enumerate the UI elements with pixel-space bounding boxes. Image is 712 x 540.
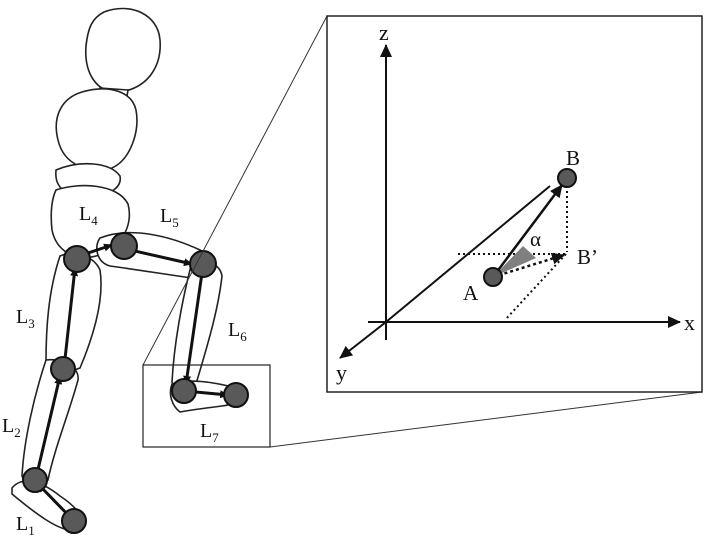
y-axis-label: y (336, 360, 347, 385)
angle-wedge (493, 246, 536, 277)
label-l4: L4 (79, 203, 98, 228)
vector-a-to-b (492, 184, 563, 278)
segment-arrow-l6 (183, 265, 205, 385)
mannequin-front-shin (171, 260, 223, 391)
point-a (483, 267, 503, 287)
inset-frame (326, 15, 703, 393)
mannequin-head (85, 7, 161, 93)
label-l3: L3 (16, 306, 35, 331)
y-axis (339, 321, 387, 359)
segment-arrow-l5 (125, 247, 193, 267)
segment-labels: L1 L2 L3 L4 L5 L6 L7 (2, 203, 247, 538)
mannequin-back-thigh (45, 252, 102, 372)
label-l5: L5 (160, 205, 179, 230)
z-axis-label: z (379, 20, 389, 45)
vector-a-to-b-prime (492, 252, 565, 279)
angle-alpha-label: α (530, 227, 541, 251)
point-b (557, 168, 577, 188)
segment-arrow-l3 (62, 267, 79, 369)
point-b-label: B (566, 146, 580, 170)
x-axis-label: x (684, 310, 695, 335)
joint-hip-front (110, 232, 138, 260)
mannequin-figure (11, 7, 249, 534)
inset-panel: z x y A B B’ α (326, 15, 703, 393)
joint-ankle-back (22, 467, 48, 493)
zoom-connector-bottom (269, 391, 703, 448)
label-l2: L2 (2, 415, 21, 440)
segment-arrow-l2 (34, 375, 63, 479)
label-l6: L6 (228, 319, 247, 344)
point-b-prime-label: B’ (577, 245, 598, 269)
zoom-source-box (142, 364, 271, 448)
point-a-label: A (463, 281, 479, 305)
joint-toe-front (223, 382, 249, 408)
zoom-connector-top (142, 15, 328, 366)
mannequin-chest (55, 88, 138, 171)
label-l1: L1 (16, 513, 35, 538)
joint-knee-back (50, 356, 76, 382)
joint-knee-front (189, 250, 217, 278)
joint-hip-back (63, 245, 91, 273)
joint-ankle-front (171, 378, 197, 404)
label-l7: L7 (200, 420, 219, 445)
joint-toe-back (61, 508, 87, 534)
